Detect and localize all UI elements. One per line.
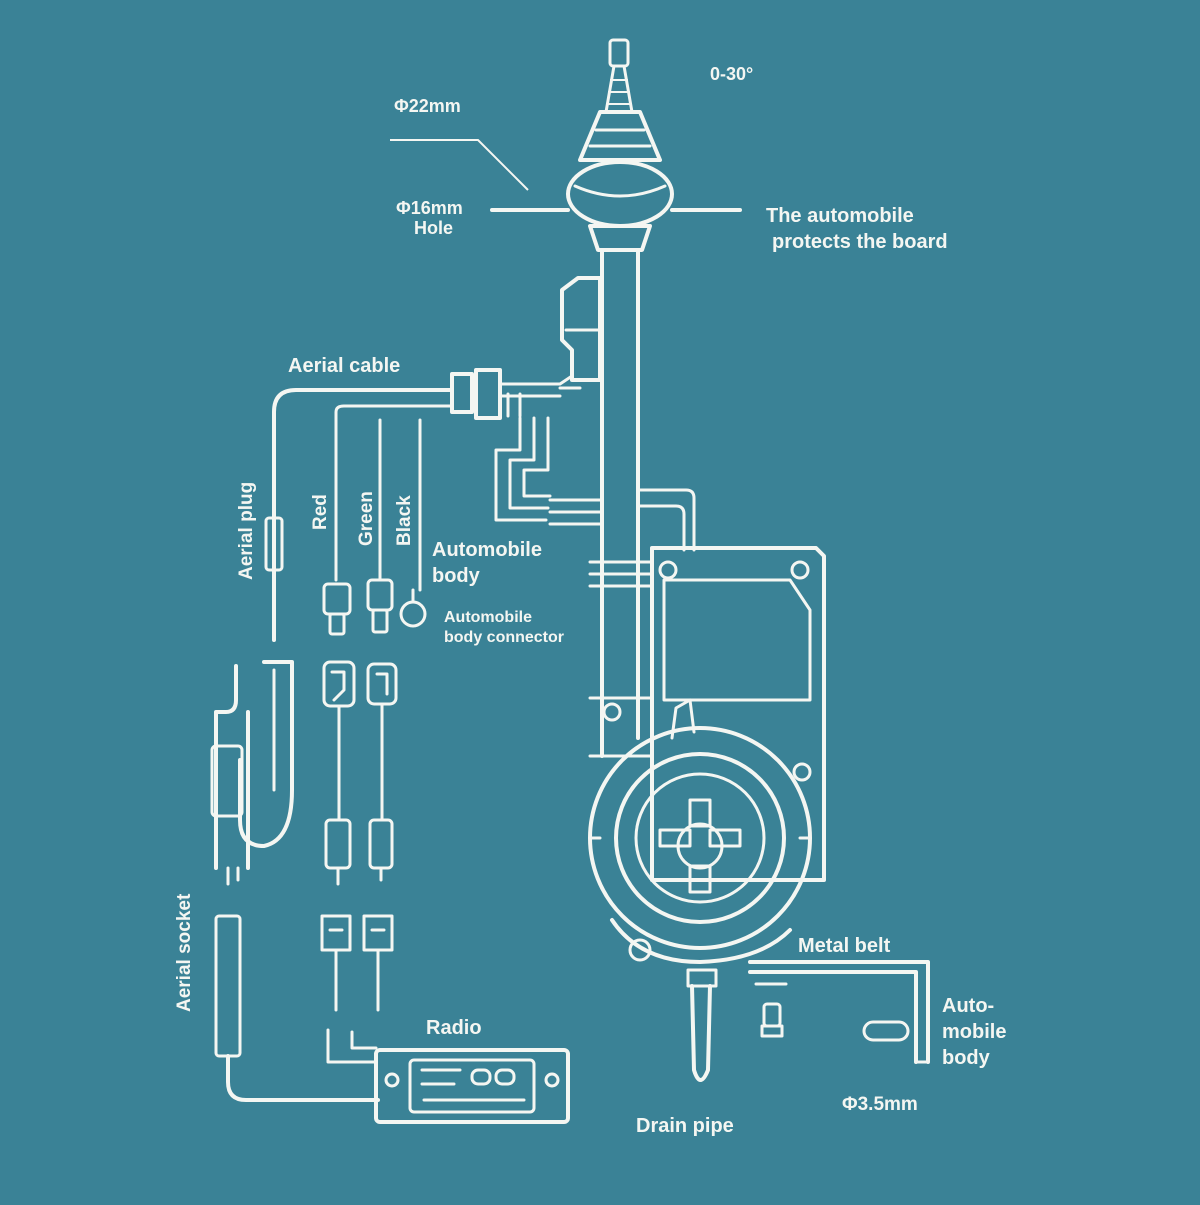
label-aerial-plug: Aerial plug	[236, 482, 257, 580]
mounting-screw	[754, 982, 788, 1038]
label-diameter-22: Φ22mm	[394, 96, 461, 116]
aerial-extension-plugs	[210, 660, 294, 886]
drain-pipe	[686, 968, 718, 1082]
label-automobile-body-line1: Automobile	[432, 539, 542, 561]
label-wire-green: Green	[356, 491, 377, 546]
label-wire-black: Black	[394, 495, 415, 546]
motor-spool	[588, 726, 812, 964]
antenna-nut-assembly	[566, 110, 674, 252]
antenna-tip	[604, 38, 634, 114]
aerial-cable	[272, 368, 582, 642]
aerial-socket	[214, 914, 380, 1102]
green-connector	[366, 578, 394, 634]
label-angle: 0-30°	[710, 64, 753, 84]
label-hole: Hole	[414, 218, 453, 238]
label-body-connector-line1: Automobile	[444, 609, 532, 626]
label-diameter-35: Φ3.5mm	[842, 1094, 918, 1115]
wire-harness	[334, 404, 696, 592]
label-auto-body-line1: Auto-	[942, 995, 994, 1017]
diameter-22-leader	[390, 139, 529, 191]
motor-housing	[588, 546, 826, 882]
label-protects-line1: The automobile	[766, 205, 914, 227]
label-protects-line2: protects the board	[772, 231, 948, 253]
label-wire-red: Red	[310, 494, 331, 530]
label-radio: Radio	[426, 1017, 482, 1039]
label-aerial-cable: Aerial cable	[288, 355, 400, 377]
aerial-plug	[264, 516, 284, 630]
label-drain-pipe: Drain pipe	[636, 1115, 734, 1137]
label-diameter-16: Φ16mm	[396, 198, 463, 218]
label-auto-body-line2: mobile	[942, 1021, 1006, 1043]
label-auto-body-line3: body	[942, 1047, 991, 1069]
radio-unit	[374, 1048, 570, 1124]
red-connector	[322, 582, 352, 636]
radio-side-connectors	[322, 660, 398, 886]
label-automobile-body-line2: body	[432, 565, 481, 587]
black-ring-terminal	[399, 588, 427, 628]
motor-bracket-detail	[670, 698, 696, 740]
metal-belt	[748, 960, 930, 1064]
radio-connectors	[320, 914, 394, 1064]
cable-connector-block	[560, 276, 602, 382]
label-metal-belt: Metal belt	[798, 935, 891, 957]
label-aerial-socket: Aerial socket	[174, 893, 195, 1012]
label-body-connector-line2: body connector	[444, 629, 564, 646]
